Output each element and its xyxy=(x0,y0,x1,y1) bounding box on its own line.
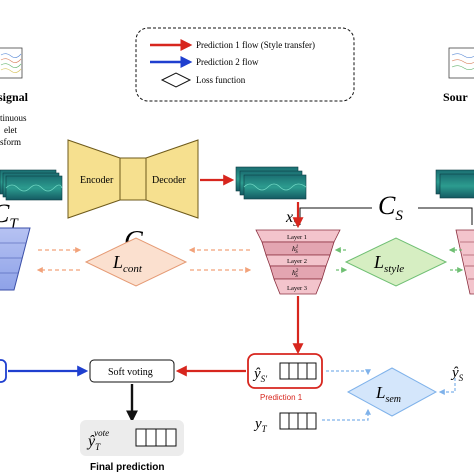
soft-voting-box xyxy=(89,359,175,383)
legend-diamond-icon xyxy=(160,72,192,88)
source-spectrogram-stack xyxy=(435,169,474,199)
decoder-label: Decoder xyxy=(152,175,187,186)
source-signal-label: Sour xyxy=(443,90,468,104)
yhat-s-label: ŷS xyxy=(450,365,464,383)
classifier-cs-funnel-right xyxy=(455,229,474,295)
loss-style-diamond xyxy=(344,237,448,287)
layer2-label: Layer 2 xyxy=(287,258,307,265)
loss-sem-diamond xyxy=(346,367,438,417)
yhat-sprime-vector xyxy=(279,362,317,380)
classifier-cs-label: CS xyxy=(378,191,403,224)
yt-label: yT xyxy=(253,416,268,434)
final-prediction-vector xyxy=(135,428,177,447)
transferred-spectrogram-stack xyxy=(235,166,307,200)
decoder-shape xyxy=(145,139,199,219)
cwt-label-line3: sform xyxy=(0,137,21,147)
legend-loss-label: Loss function xyxy=(196,75,246,85)
classifier-cs-funnel xyxy=(255,229,341,295)
yhat-sprime-label: ŷS′ xyxy=(252,366,268,384)
loss-cont-diamond xyxy=(84,237,188,287)
yt-to-lsem-arrow xyxy=(322,408,371,421)
loss-cont-label: Lcont xyxy=(112,252,143,275)
cwt-label-line1: tinuous xyxy=(0,113,27,123)
loss-style-label: Lstyle xyxy=(373,252,404,275)
layer1-label: Layer 1 xyxy=(287,234,307,241)
cs-bracket-left xyxy=(299,207,372,225)
loss-sem-label: Lsem xyxy=(375,383,401,405)
cs-bracket-right xyxy=(418,207,473,225)
cwt-label-line2: elet xyxy=(4,125,17,135)
final-prediction-label: Final prediction xyxy=(90,462,164,473)
generator-block xyxy=(67,139,199,219)
target-spectrogram-stack xyxy=(0,169,63,201)
target-signal-label: signal xyxy=(0,90,29,104)
source-signal-thumbnail xyxy=(448,47,474,79)
soft-voting-label: Soft voting xyxy=(108,367,153,378)
legend-box xyxy=(135,27,355,102)
prediction2-output-box xyxy=(0,359,7,383)
classifier-ct-label: CT xyxy=(0,199,19,232)
yt-vector xyxy=(279,412,317,430)
bottleneck-shape xyxy=(119,157,147,201)
prediction1-label: Prediction 1 xyxy=(260,393,303,402)
target-signal-thumbnail xyxy=(0,47,23,79)
legend-pred2-label: Prediction 2 flow xyxy=(196,57,259,67)
pred1-to-lsem-arrow xyxy=(326,369,371,376)
classifier-ct-funnel xyxy=(0,227,31,291)
yhat-vote-label: ŷTvote xyxy=(86,428,109,452)
layer3-label: Layer 3 xyxy=(287,285,307,292)
legend-pred1-label: Prediction 1 flow (Style transfer) xyxy=(196,40,315,50)
encoder-label: Encoder xyxy=(80,175,114,186)
